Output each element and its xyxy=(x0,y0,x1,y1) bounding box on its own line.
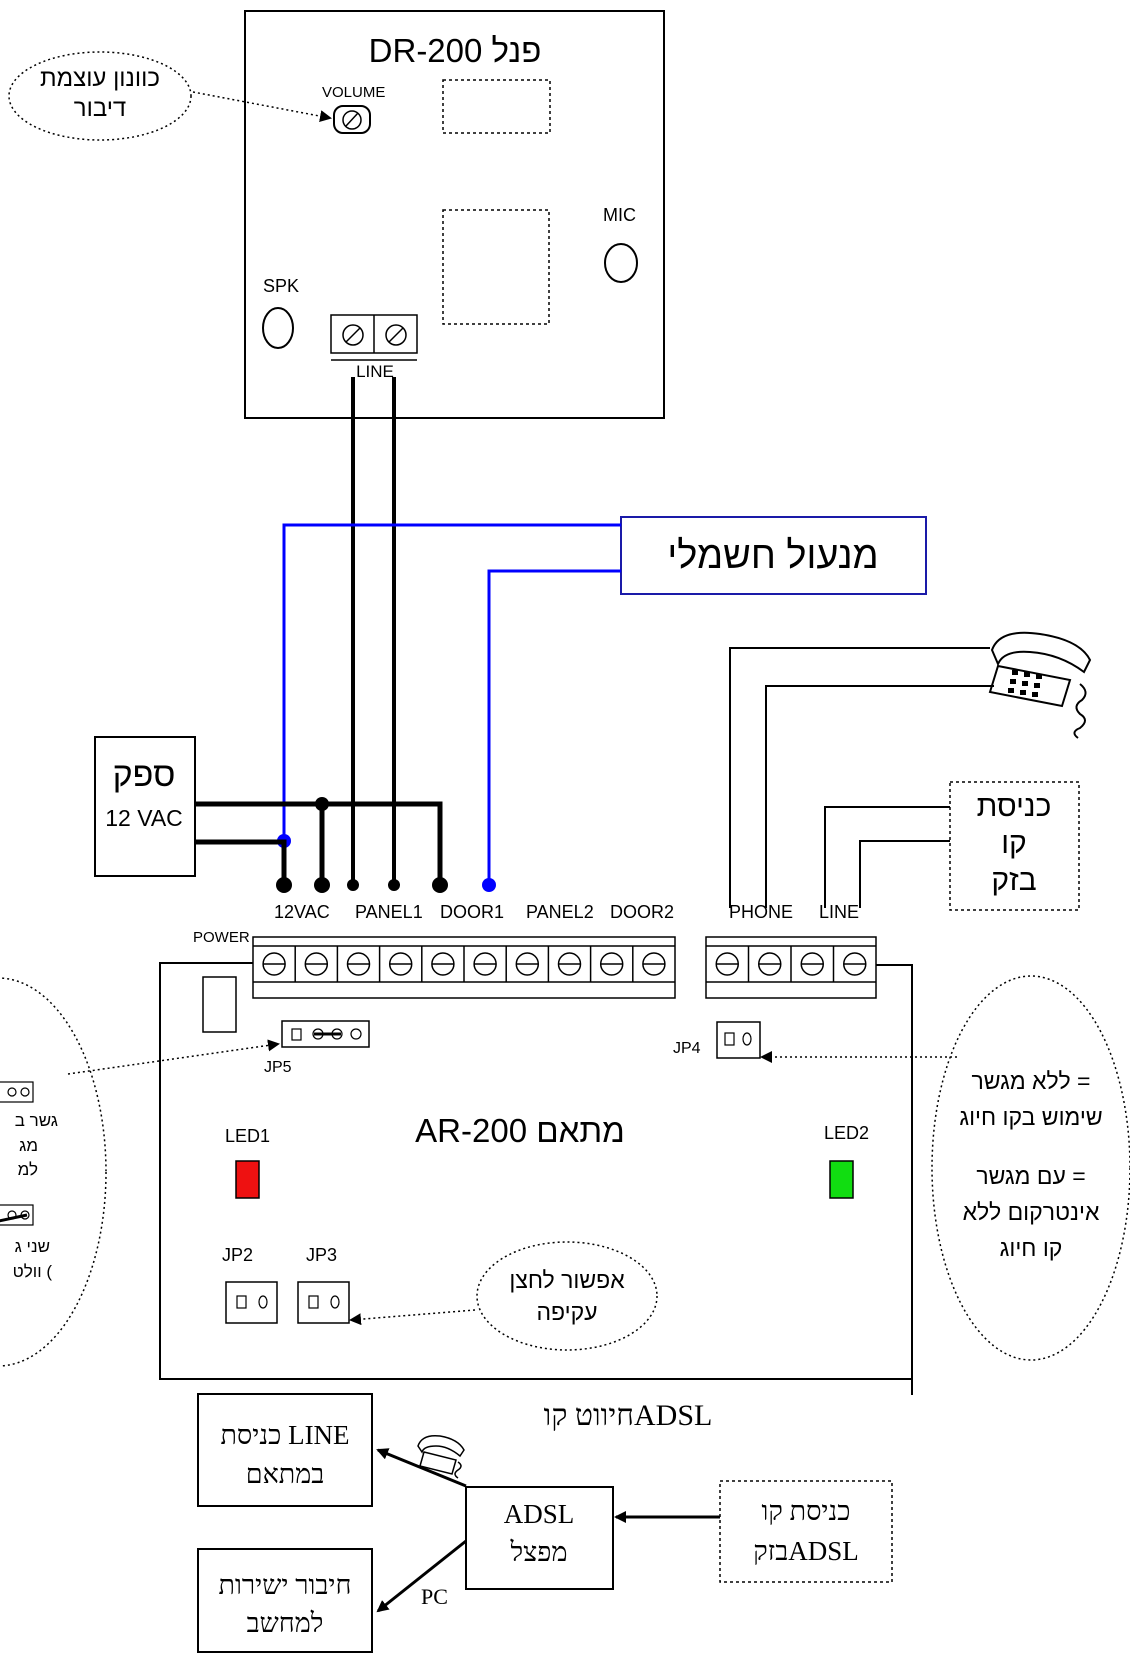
phone-line-box-line2: קו xyxy=(1001,827,1027,860)
volume-note: כוונון עוצמת דיבור xyxy=(8,51,332,141)
supply-voltage: 12 VAC xyxy=(105,805,183,831)
jp3-label: JP3 xyxy=(306,1245,337,1265)
phone-line-box-line1: כניסת xyxy=(977,790,1052,823)
jp5-jumper[interactable] xyxy=(281,1020,370,1048)
label-line: LINE xyxy=(819,902,859,922)
power-connector xyxy=(202,976,237,1033)
adsl-source-line2: בזקADSL xyxy=(753,1536,859,1566)
led1-indicator xyxy=(235,1160,260,1199)
main-terminal-block[interactable] xyxy=(252,936,676,999)
small-telephone-icon xyxy=(417,1434,465,1479)
mic-icon xyxy=(604,243,638,283)
label-phone: PHONE xyxy=(729,902,793,922)
jp3-jumper[interactable] xyxy=(297,1281,350,1324)
jp4-jumper[interactable] xyxy=(716,1021,761,1059)
volume-label: VOLUME xyxy=(322,84,385,101)
panel-line-wires xyxy=(347,377,400,891)
phone-line-input-box: כניסת קו בזק xyxy=(949,781,1080,911)
jp4-label: JP4 xyxy=(673,1040,701,1057)
adapter-line-input-line1: כניסת LINE xyxy=(220,1420,349,1450)
pc-arrow-label: PC xyxy=(421,1584,448,1609)
pc-direct-box xyxy=(197,1548,373,1653)
jp3-note-arrow xyxy=(349,1309,476,1326)
jp4-note-line5: קו חיוג xyxy=(1000,1235,1063,1261)
panel-slot-middle xyxy=(442,209,550,325)
adsl-section: חיווט קוADSL כניסת LINE במתאם ADSL מפצל … xyxy=(197,1393,893,1653)
jp5-note-line3: למ xyxy=(18,1160,38,1179)
jp3-note-line2: עקיפה xyxy=(536,1299,597,1325)
phone-wires xyxy=(729,647,994,908)
jp5-note-line1: גשר ב xyxy=(15,1111,58,1130)
jp4-note-line4: אינטרקום ללא xyxy=(963,1199,1100,1225)
adsl-splitter-box xyxy=(465,1486,614,1590)
jp5-note: גשר ב מג למ שני ג וולט ( xyxy=(0,977,280,1367)
label-panel1: PANEL1 xyxy=(355,902,423,922)
electric-lock: מנעול חשמלי xyxy=(620,516,927,595)
led2-indicator xyxy=(829,1160,854,1199)
splitter-to-pc-arrow xyxy=(376,1539,467,1613)
terminal-labels: 12VAC PANEL1 DOOR1 PANEL2 DOOR2 PHONE LI… xyxy=(193,902,859,946)
jp2-jumper[interactable] xyxy=(225,1281,278,1324)
volume-knob[interactable] xyxy=(333,105,371,134)
jp4-note-line1: ללא מגשר = xyxy=(972,1068,1091,1094)
volume-note-line2: דיבור xyxy=(74,95,126,122)
led2-label: LED2 xyxy=(824,1123,869,1143)
adapter-title: AR-200 מתאם xyxy=(415,1112,625,1149)
dr200-panel: DR-200 פנל VOLUME MIC SPK LINE xyxy=(244,10,665,419)
panel-slot-top xyxy=(442,79,551,134)
adsl-title: חיווט קוADSL xyxy=(544,1399,713,1432)
label-power: POWER xyxy=(193,929,250,946)
jp5-label: JP5 xyxy=(264,1059,292,1076)
panel-title: DR-200 פנל xyxy=(369,32,542,69)
adsl-splitter-line2: מפצל xyxy=(510,1537,568,1567)
jp4-note-line2: שימוש בקו חיוג xyxy=(959,1104,1102,1130)
bezeq-wires xyxy=(824,806,950,908)
power-supply: ספק 12 VAC xyxy=(94,736,196,877)
jp2-label: JP2 xyxy=(222,1245,253,1265)
jp4-note: ללא מגשר = שימוש בקו חיוג עם מגשר = אינט… xyxy=(760,975,1130,1361)
adsl-source-box xyxy=(719,1480,893,1583)
jp4-note-line3: עם מגשר = xyxy=(976,1163,1085,1189)
ar200-adapter: JP5 JP4 AR-200 מתאם LED1 LED2 JP2 JP3 xyxy=(159,936,913,1395)
jp3-note: אפשור לחצן עקיפה xyxy=(349,1241,658,1351)
volume-note-arrow xyxy=(192,91,332,123)
splitter-to-line-arrow xyxy=(376,1448,467,1488)
spk-label: SPK xyxy=(263,276,299,296)
lock-label: מנעול חשמלי xyxy=(667,535,878,577)
jp5-note-line2: מג xyxy=(19,1136,38,1155)
lock-wires xyxy=(277,523,621,892)
supply-title: ספק xyxy=(113,756,176,794)
label-12vac: 12VAC xyxy=(274,902,330,922)
label-panel2: PANEL2 xyxy=(526,902,594,922)
led1-label: LED1 xyxy=(225,1126,270,1146)
telephone-icon xyxy=(988,631,1092,739)
phone-line-box-line3: בזק xyxy=(991,864,1036,897)
jp3-note-line1: אפשור לחצן xyxy=(509,1267,625,1293)
volume-note-line1: כוונון עוצמת xyxy=(40,65,160,92)
jp5-note-line4: שני ג xyxy=(15,1237,50,1256)
jp5-note-arrow xyxy=(67,1039,280,1075)
adapter-line-input-line2: במתאם xyxy=(246,1459,325,1489)
speaker-icon xyxy=(262,307,294,349)
panel-line-terminal[interactable] xyxy=(330,314,418,361)
label-door1: DOOR1 xyxy=(440,902,504,922)
adsl-splitter-line1: ADSL xyxy=(504,1499,575,1529)
panel-outline xyxy=(244,10,665,419)
adsl-source-line1: כניסת קו xyxy=(762,1496,851,1526)
mic-label: MIC xyxy=(603,205,636,225)
adapter-line-input-box xyxy=(197,1393,373,1507)
jp5-note-line5: וולט ( xyxy=(13,1262,53,1281)
phone-terminal-block[interactable] xyxy=(705,936,877,999)
panel-line-label: LINE xyxy=(356,362,394,381)
supply-wires xyxy=(195,797,448,893)
pc-direct-line1: חיבור ישירות xyxy=(219,1570,352,1600)
pc-direct-line2: למחשב xyxy=(247,1608,324,1638)
label-door2: DOOR2 xyxy=(610,902,674,922)
